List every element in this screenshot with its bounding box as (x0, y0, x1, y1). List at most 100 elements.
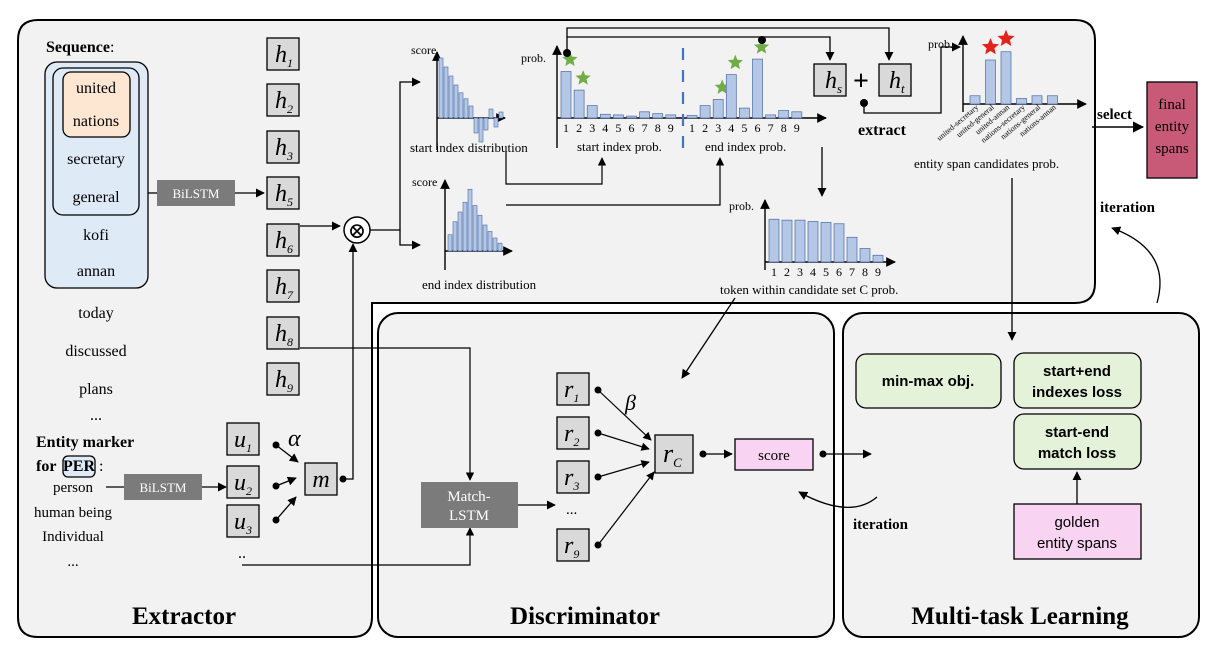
otimes-symbol: ⊗ (348, 218, 366, 243)
chart-bar (765, 114, 776, 119)
chart-bar (768, 218, 780, 263)
entity-marker-line1: Entity marker (36, 434, 134, 451)
chart-bar (712, 99, 724, 119)
chart-ylabel: prob. (729, 199, 754, 213)
h-symbol: h (275, 274, 287, 300)
multitask-title: Multi-task Learning (911, 603, 1129, 630)
arrow-startdist-to-startprob (505, 152, 607, 185)
highlight-star (753, 39, 770, 54)
chart-caption: start index distribution (410, 140, 528, 155)
bilstm-box-marker (124, 474, 202, 500)
chart-bar (969, 95, 981, 105)
arrow-tokenprob-to-discriminator (681, 297, 736, 379)
arrow-start-to-hs (566, 36, 835, 61)
token-tick-label: 4 (810, 265, 816, 279)
entity-marker-item: ... (67, 554, 78, 570)
match-lstm-line1: Match- (447, 489, 490, 505)
chart-bar (985, 59, 996, 105)
r-box (556, 372, 590, 406)
final-spans-line: spans (1155, 141, 1188, 157)
ht-label: ht (889, 68, 905, 96)
u-symbol: u (234, 509, 246, 535)
u-ellipsis: .. (238, 545, 246, 562)
h-label: h6 (275, 228, 293, 256)
h-label: h2 (275, 88, 293, 116)
hs-box (813, 63, 847, 97)
plus-symbol: + (853, 66, 869, 97)
discriminator-title: Discriminator (510, 603, 660, 630)
chart-bar (1000, 51, 1012, 105)
highlight-star (562, 51, 578, 66)
chart-bar (457, 211, 463, 252)
iteration-label-bottom: iteration (853, 517, 909, 533)
chart-bar (452, 221, 458, 252)
sequence-token: plans (79, 381, 113, 398)
arrow-h8-to-matchlstm (300, 347, 475, 481)
h-symbol: h (275, 42, 287, 68)
loss1-line1: start+end (1043, 363, 1111, 380)
extractor-title: Extractor (132, 603, 236, 630)
chart-bar (498, 111, 504, 119)
u-subscript: 1 (246, 441, 252, 455)
sequence-token: united (76, 80, 116, 97)
sequence-token: ... (90, 407, 102, 424)
loss2-line1: start-end (1045, 424, 1109, 441)
h-label: h9 (275, 367, 293, 395)
dot-u2 (272, 482, 280, 490)
chart-bar (752, 58, 763, 119)
h-subscript: 8 (287, 335, 293, 349)
m-label: m (312, 467, 329, 493)
h-label: h8 (275, 321, 293, 349)
arrow-start-to-ht (566, 27, 894, 61)
chart-bar (462, 201, 468, 252)
start-tick-label: 2 (576, 121, 582, 135)
chart-caption: end index distribution (422, 277, 537, 292)
extract-label: extract (858, 122, 907, 139)
start-tick-label: 4 (602, 121, 608, 135)
chart-bar (560, 71, 572, 119)
chart-bar (686, 115, 698, 119)
start-tick-label: 1 (563, 121, 569, 135)
chart-bar (699, 105, 711, 119)
bilstm-label-sequence: BiLSTM (173, 186, 220, 201)
u-label: u1 (234, 427, 252, 455)
minmax-box (855, 353, 1002, 409)
h-box (266, 37, 300, 71)
h-symbol: h (275, 88, 287, 114)
arrow-enddist-to-endprob (506, 157, 725, 206)
score-label: score (758, 448, 790, 464)
loss1-line2: indexes loss (1032, 384, 1122, 401)
sequence-heading: Sequence: (46, 39, 114, 56)
entity-marker-for: for (36, 458, 56, 475)
bilstm-label-marker: BiLSTM (140, 480, 187, 495)
start-tick-label: 3 (589, 121, 595, 135)
token-tick-label: 8 (862, 265, 868, 279)
chart-bar (492, 237, 498, 252)
r-symbol: r (564, 421, 574, 447)
h-box (266, 176, 300, 210)
chart-bar (488, 108, 494, 119)
final-spans-line: final (1158, 97, 1186, 113)
final-spans-box (1146, 81, 1198, 179)
chart-ylabel: score (412, 175, 437, 189)
chart-bar (473, 117, 479, 134)
h-subscript: 7 (287, 288, 294, 302)
end-tick-label: 6 (755, 121, 761, 135)
r-subscript: 2 (573, 435, 579, 449)
chart-bar (778, 110, 790, 119)
chart-bar (477, 214, 483, 252)
sequence-token: discussed (65, 343, 126, 360)
iteration-label-top: iteration (1100, 200, 1156, 216)
h-subscript: 2 (287, 102, 293, 116)
chart-bar (846, 236, 858, 263)
u-box (226, 422, 260, 456)
arrow-r9-rc (597, 471, 655, 546)
score-box (734, 438, 814, 471)
arrow-iteration-top (1111, 226, 1161, 304)
chart-bar (458, 92, 464, 119)
sequence-token: general (72, 189, 120, 206)
loss1-box (1013, 352, 1142, 409)
chart-bar (781, 219, 793, 263)
